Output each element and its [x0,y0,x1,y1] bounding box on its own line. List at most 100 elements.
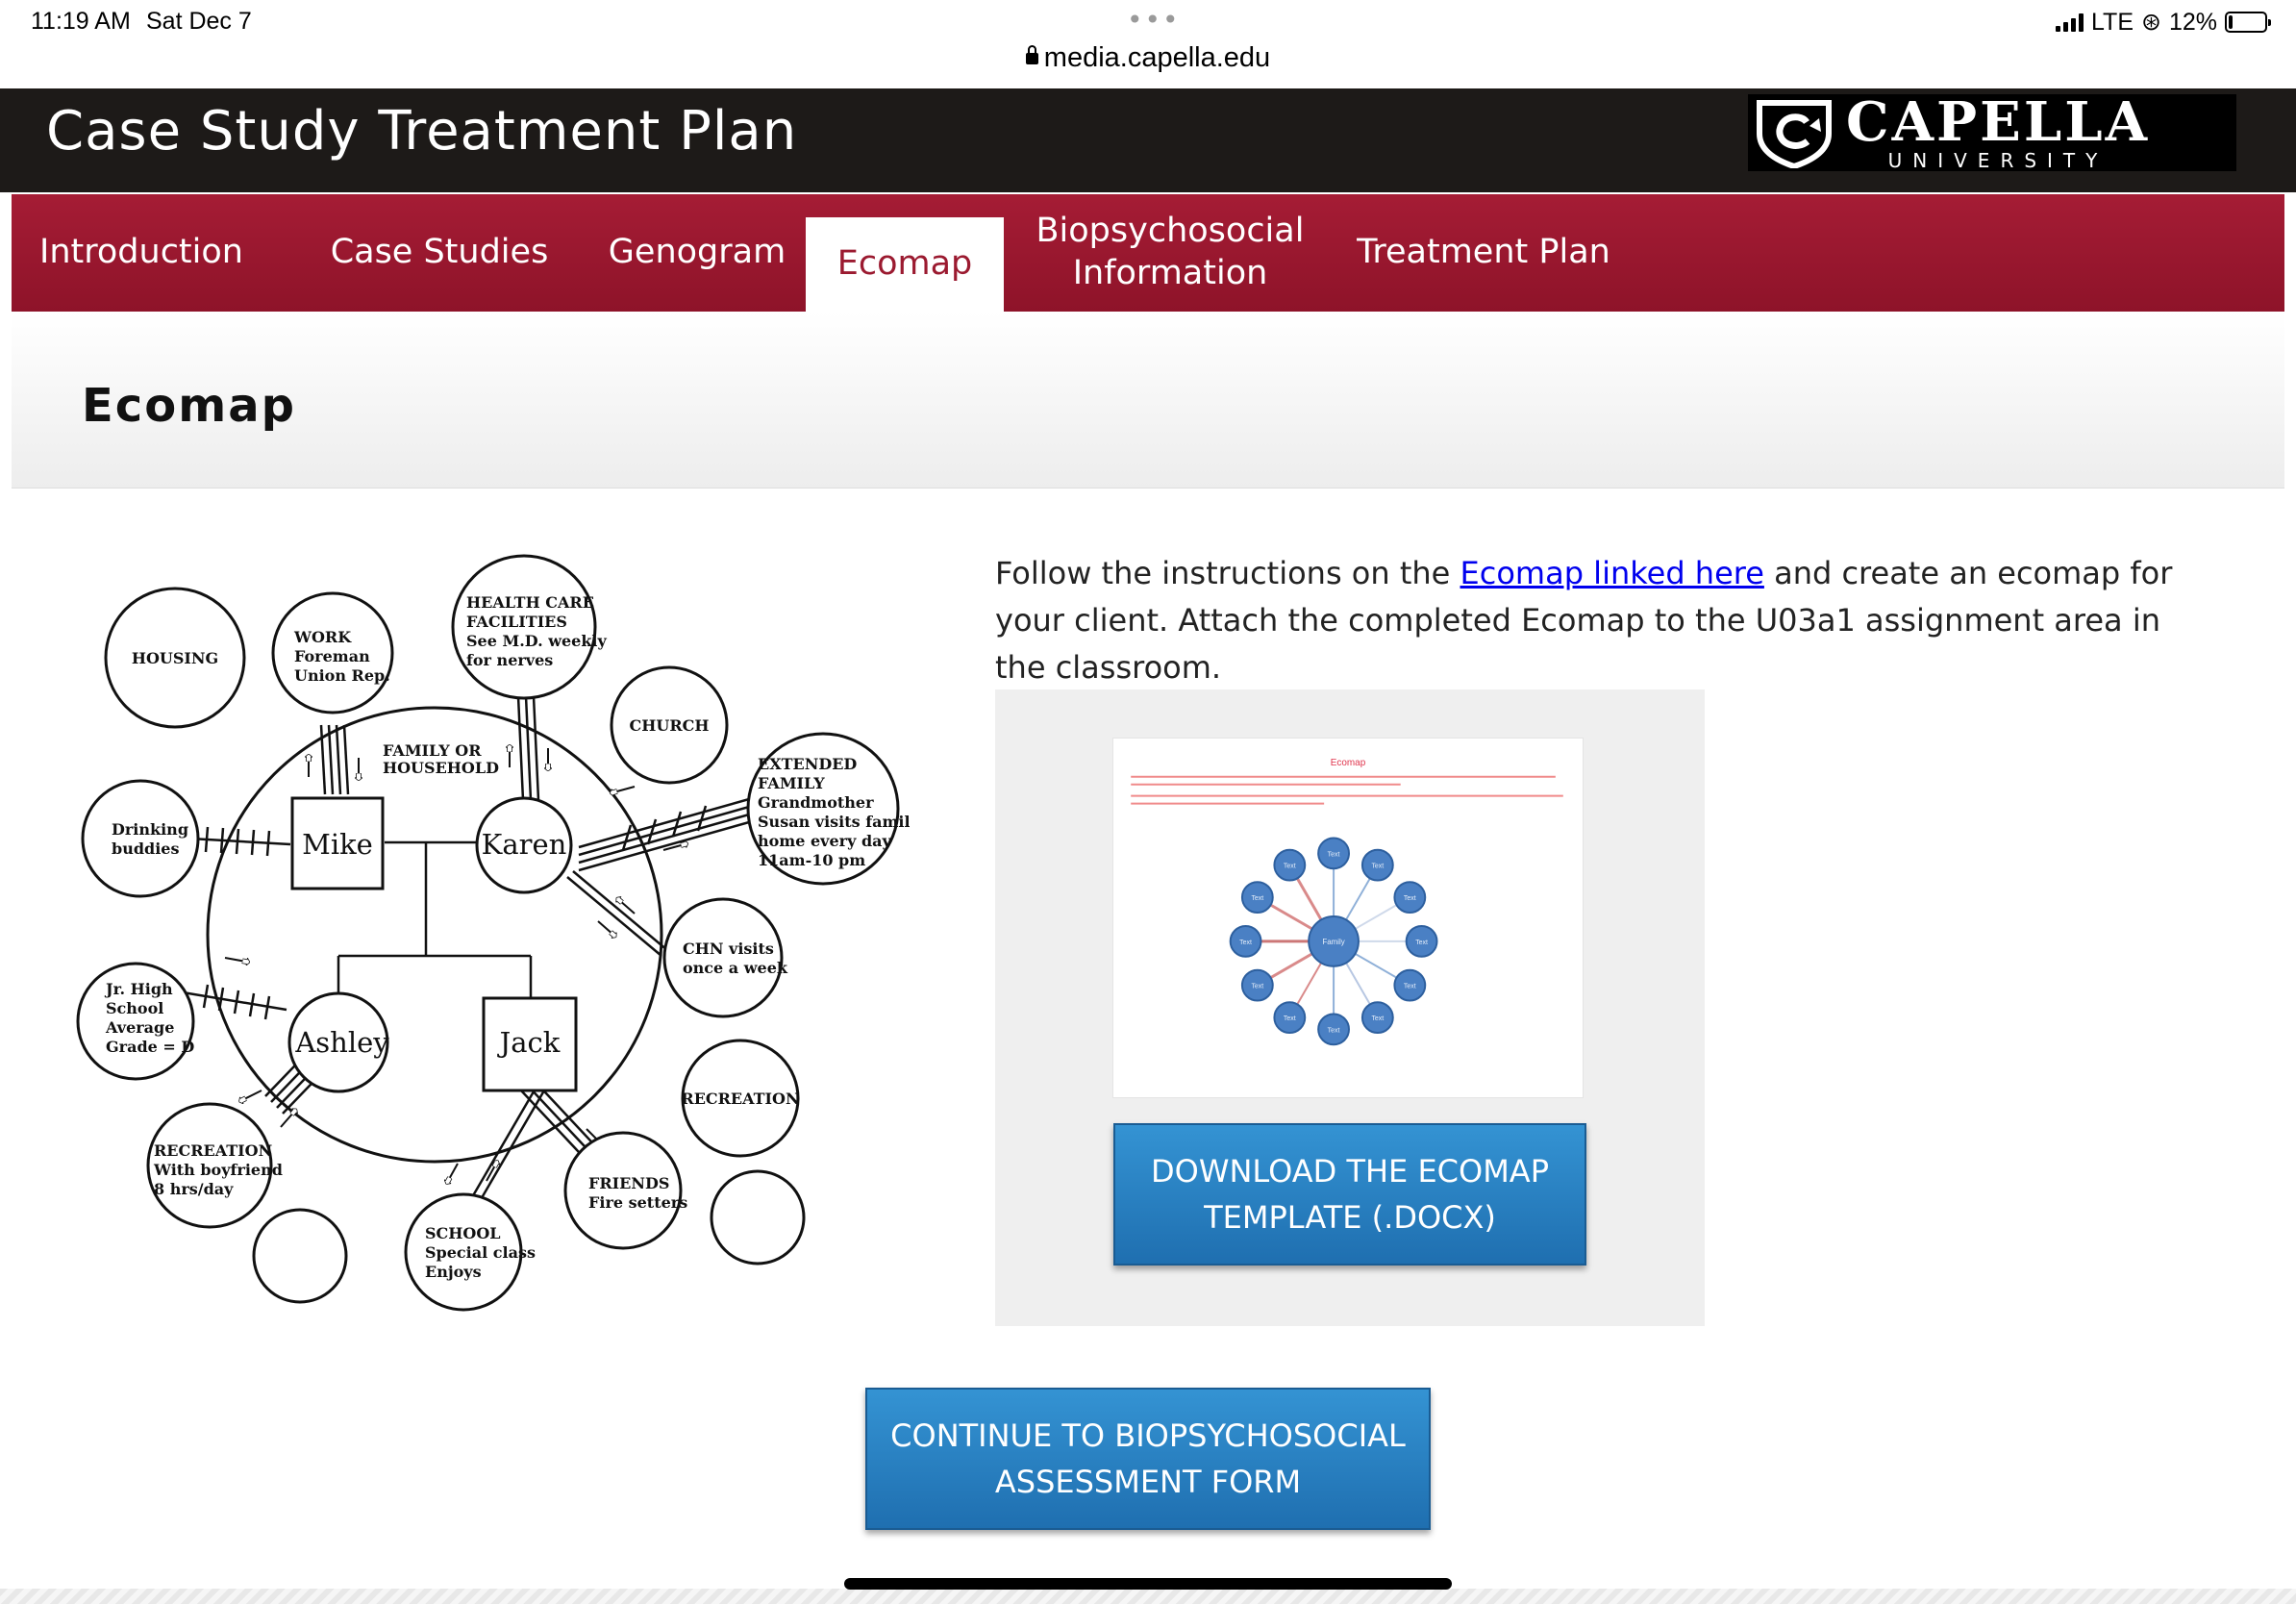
thumb-node [1317,1013,1350,1046]
svg-text:8 hrs/day: 8 hrs/day [154,1180,234,1198]
svg-text:Enjoys: Enjoys [425,1263,482,1281]
thumb-nodes: TextTextTextTextTextTextTextTextTextText… [1229,837,1438,1046]
site-title: Case Study Treatment Plan [46,100,798,163]
household-label-1: FAMILY OR [383,741,482,760]
system-friends [563,1131,683,1250]
url-text: media.capella.edu [1043,42,1271,73]
system-recreation [681,1039,800,1158]
member-karen [475,796,573,894]
svg-text:FAMILY: FAMILY [758,774,825,792]
svg-text:Foreman: Foreman [294,647,370,665]
thumb-center-label: Family [1322,938,1344,946]
svg-text:HEALTH CARE: HEALTH CARE [466,593,594,612]
svg-text:Drinking: Drinking [112,820,188,839]
svg-text:School: School [106,999,163,1017]
logo-subtitle: UNIVERSITY [1887,149,2109,172]
svg-text:Special class: Special class [425,1243,536,1262]
svg-text:EXTENDED: EXTENDED [758,755,857,773]
tab-case-studies[interactable]: Case Studies [330,233,549,272]
thumb-title: Ecomap [1331,758,1366,768]
system-empty-2 [710,1169,806,1266]
system-church [610,665,729,785]
svg-text:once a week: once a week [683,959,788,977]
tab-genogram[interactable]: Genogram [608,233,786,272]
thumb-node [1240,881,1274,915]
thumb-node [1360,848,1394,882]
system-jr-high [76,962,195,1081]
svg-text:Susan visits family: Susan visits family [758,813,910,831]
svg-text:Grade = D: Grade = D [106,1038,194,1056]
tab-biopsychosocial-information[interactable]: Biopsychosocial Information [1036,212,1305,292]
more-dots-icon[interactable]: ••• [1127,4,1181,36]
thumb-node [1240,968,1274,1002]
svg-text:Average: Average [105,1018,174,1037]
ecomap-link[interactable]: Ecomap linked here [1460,555,1764,591]
thumb-node-label: Text [1284,864,1296,870]
member-ashley [287,991,389,1093]
thumb-node [1393,881,1427,915]
svg-text:for nerves: for nerves [466,651,553,669]
tab-treatment-plan[interactable]: Treatment Plan [1357,233,1610,272]
main-nav: Introduction Case Studies Genogram Ecoma… [12,194,2284,312]
ecomap-template-thumbnail[interactable]: Ecomap Family TextTextTextTextTextTextTe… [1112,738,1584,1098]
capella-shield-icon [1757,100,1832,168]
home-indicator[interactable] [844,1578,1452,1590]
tab-introduction[interactable]: Introduction [39,233,243,272]
address-bar[interactable]: media.capella.edu [0,42,2296,74]
thumb-node [1229,924,1262,958]
ios-status-bar: 11:19 AM Sat Dec 7 ••• media.capella.edu… [0,0,2296,88]
page-title-band: Ecomap [12,312,2284,489]
svg-text:See M.D. weekly: See M.D. weekly [466,632,608,650]
thumb-node-label: Text [1251,895,1263,902]
download-template-button[interactable]: DOWNLOAD THE ECOMAP TEMPLATE (.DOCX) [1113,1123,1586,1266]
thumb-node-label: Text [1415,940,1428,946]
thumb-node-label: Text [1239,940,1252,946]
thumb-node-label: Text [1371,1015,1384,1022]
thumb-node [1317,837,1350,870]
carrier-label: LTE [2091,8,2134,36]
svg-text:Fire setters: Fire setters [588,1193,687,1212]
svg-text:WORK: WORK [293,628,352,646]
rotation-lock-icon: ⊛ [2141,9,2161,36]
ecomap-example-diagram: FAMILY OR HOUSEHOLD [76,554,910,1312]
continue-button[interactable]: CONTINUE TO BIOPSYCHOSOCIAL ASSESSMENT F… [865,1388,1431,1530]
bottom-stripe [0,1589,2296,1604]
thumb-node [1360,1001,1394,1035]
status-indicators: LTE ⊛ 12% [2056,8,2271,37]
svg-text:11am-10 pm: 11am-10 pm [758,851,865,869]
member-jack [482,996,578,1092]
system-work [271,591,394,714]
svg-text:With boyfriend: With boyfriend [153,1161,283,1179]
member-mike [290,796,385,890]
thumb-node-label: Text [1251,984,1263,990]
thumb-center-node [1308,915,1360,967]
system-empty-1 [252,1208,348,1304]
svg-text:FRIENDS: FRIENDS [588,1174,669,1192]
svg-text:HOUSING: HOUSING [132,649,218,667]
household-circle [206,706,663,1164]
capella-logo: CAPELLA UNIVERSITY [1748,94,2236,171]
svg-text:RECREATION: RECREATION [154,1141,272,1160]
thumb-node-label: Text [1284,1015,1296,1022]
thumb-node-label: Text [1404,984,1416,990]
system-extended-family [746,732,900,886]
household-label-2: HOUSEHOLD [383,759,499,777]
battery-icon [2225,12,2271,33]
member-mike-label: Mike [302,828,373,861]
tab-ecomap[interactable]: Ecomap [806,217,1004,312]
logo-name: CAPELLA [1846,90,2151,154]
system-health-care [451,554,597,700]
svg-text:home every day: home every day [758,832,891,850]
svg-text:SCHOOL: SCHOOL [425,1224,501,1242]
page-title: Ecomap [82,379,296,433]
svg-text:Union Rep.: Union Rep. [294,666,390,685]
ecomap-instructions: Follow the instructions on the Ecomap li… [995,555,2173,686]
thumb-node [1273,1001,1307,1035]
svg-text:RECREATION: RECREATION [681,1090,799,1108]
status-time: 11:19 AM [31,8,131,35]
thumb-node [1405,924,1438,958]
svg-text:CHURCH: CHURCH [630,716,710,735]
site-header: Case Study Treatment Plan CAPELLA UNIVER… [0,88,2296,192]
thumb-node [1273,848,1307,882]
